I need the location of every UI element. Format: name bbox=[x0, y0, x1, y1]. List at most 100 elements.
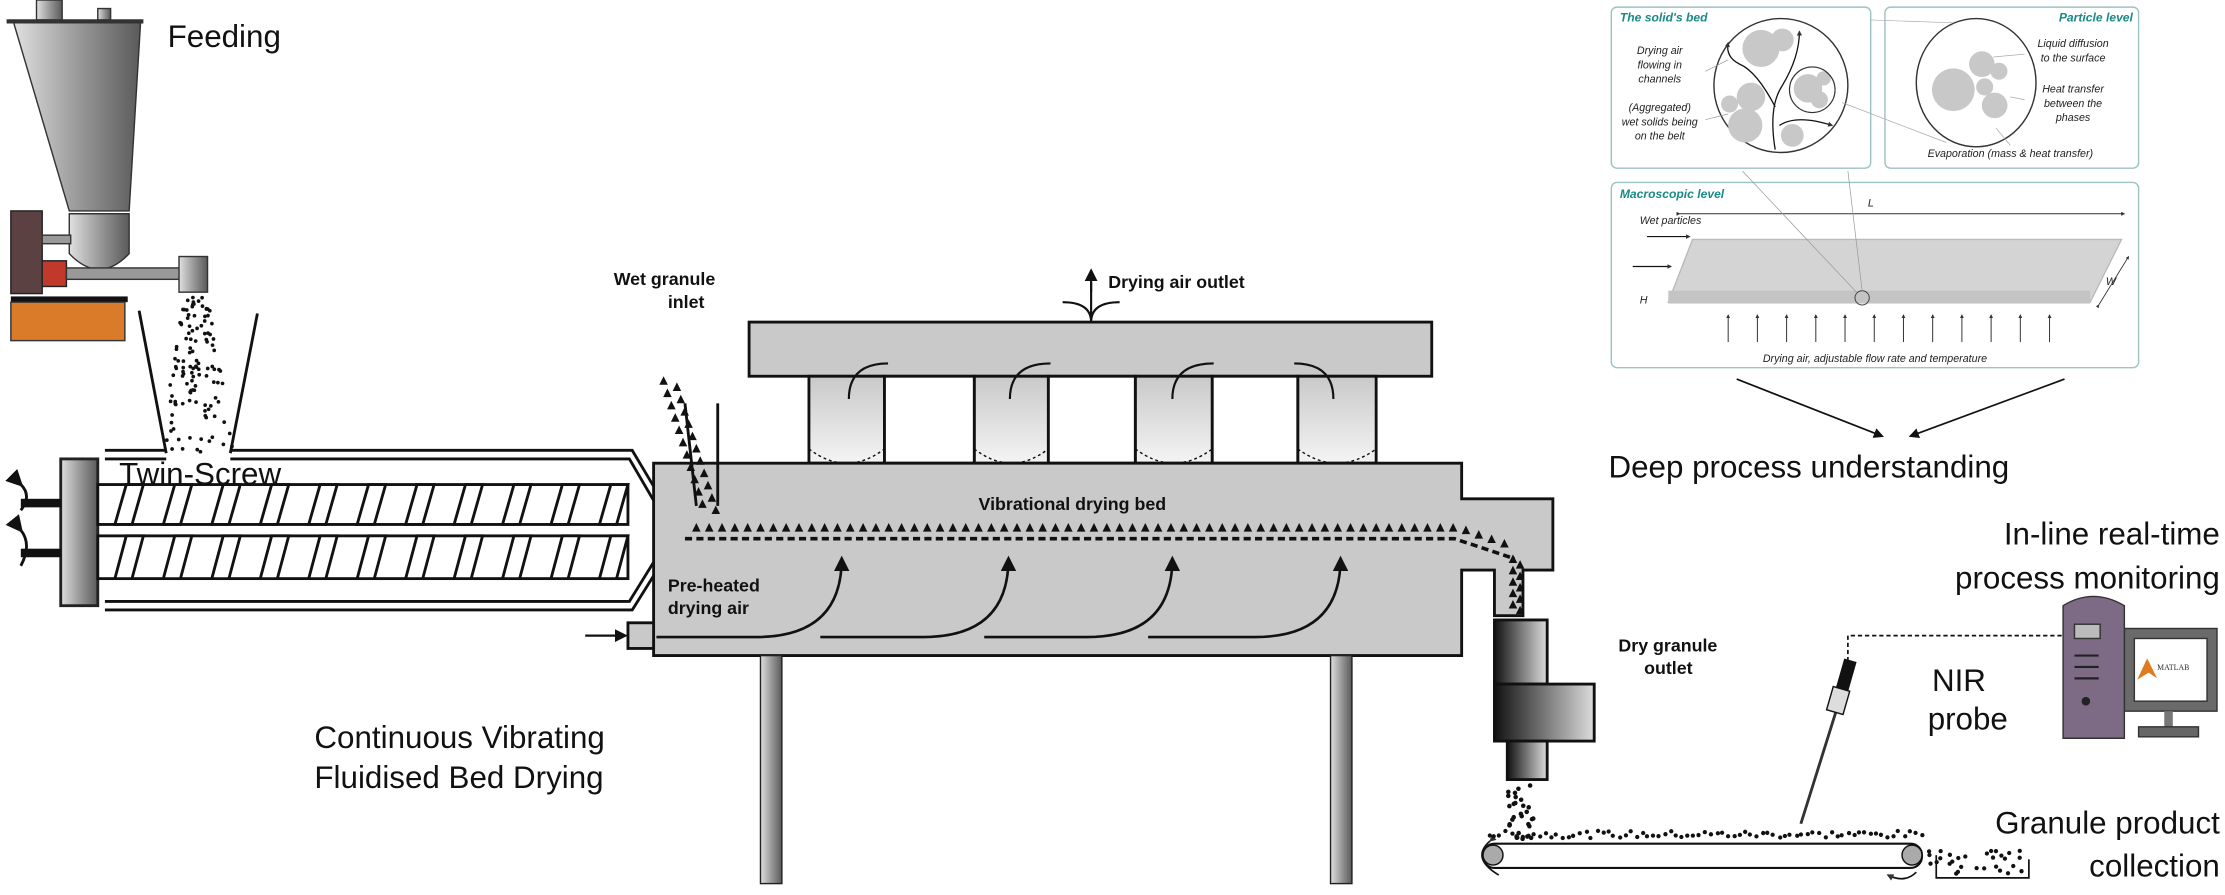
powder-dot bbox=[203, 314, 207, 319]
granule bbox=[1256, 523, 1265, 532]
granule bbox=[1230, 523, 1240, 532]
granule-collection-label-2: collection bbox=[2089, 848, 2220, 883]
screw-flight bbox=[452, 534, 485, 581]
granule-dot bbox=[1503, 828, 1508, 834]
screw-flight bbox=[209, 483, 243, 526]
powder-dot bbox=[206, 313, 210, 318]
screw-flight bbox=[355, 534, 388, 581]
screw-flight bbox=[500, 483, 533, 526]
granule bbox=[1089, 523, 1099, 532]
granule bbox=[935, 523, 945, 532]
granule bbox=[1448, 523, 1458, 532]
powder-dot bbox=[212, 367, 217, 372]
powder-dot bbox=[197, 372, 202, 377]
solids-bed-title: The solid's bed bbox=[1620, 10, 1708, 24]
granule bbox=[695, 456, 705, 465]
granule bbox=[858, 523, 868, 532]
granule bbox=[674, 425, 684, 435]
exhaust-hood bbox=[747, 320, 1434, 378]
granule bbox=[730, 523, 740, 532]
drying-air-outlet-label: Drying air outlet bbox=[1108, 272, 1245, 292]
powder-dot bbox=[173, 364, 178, 369]
powder-dot bbox=[187, 350, 192, 355]
granule bbox=[1515, 605, 1525, 615]
screw-flight bbox=[403, 483, 437, 526]
granule-dot bbox=[1747, 832, 1752, 837]
evaporation-label: Evaporation (mass & heat transfer) bbox=[1928, 148, 2094, 160]
powder-dot bbox=[176, 358, 181, 363]
granule bbox=[1508, 554, 1518, 563]
granule bbox=[1166, 523, 1176, 532]
inset-particle-level: Particle level Liquid diffusion to the s… bbox=[1842, 6, 2140, 169]
powder-dot bbox=[202, 331, 207, 336]
granule-dot bbox=[1956, 855, 1961, 861]
powder-dot bbox=[202, 319, 207, 323]
granule-dot bbox=[1635, 834, 1640, 840]
granule-dot bbox=[1491, 834, 1496, 839]
granule-dot bbox=[1570, 833, 1576, 838]
air-flow-arrow bbox=[820, 555, 1017, 639]
heat-label-2: between the bbox=[2044, 98, 2102, 110]
granule-dot bbox=[1725, 834, 1731, 839]
powder-dot bbox=[189, 370, 194, 375]
nir-label-2: probe bbox=[1928, 702, 2008, 737]
granule bbox=[1102, 523, 1112, 532]
drying-air-arrows bbox=[1726, 314, 2052, 343]
granule bbox=[672, 382, 682, 391]
granule bbox=[1192, 523, 1201, 532]
granule bbox=[717, 523, 727, 532]
granule bbox=[1179, 523, 1189, 532]
granule-dot bbox=[1868, 831, 1874, 836]
granule-dot bbox=[1610, 833, 1615, 838]
granule-dot bbox=[1618, 835, 1623, 840]
granule bbox=[897, 523, 906, 532]
powder-dot bbox=[190, 378, 194, 383]
granule-dot bbox=[1601, 830, 1606, 835]
powder-dot bbox=[180, 447, 185, 451]
powder-dot bbox=[173, 399, 178, 404]
duct bbox=[807, 374, 886, 465]
granule-dot bbox=[2011, 863, 2016, 869]
diffusion-label-1: Liquid diffusion bbox=[2037, 38, 2108, 50]
granule-dot bbox=[1938, 848, 1943, 854]
powder-dot bbox=[195, 447, 200, 452]
powder-dot bbox=[188, 337, 193, 342]
granule bbox=[1346, 523, 1355, 532]
granule-dot bbox=[1765, 830, 1770, 835]
nir-label-1: NIR bbox=[1932, 663, 1986, 698]
powder-dot bbox=[195, 326, 199, 331]
granule-dot bbox=[1588, 835, 1593, 841]
duct-air-path bbox=[847, 362, 889, 400]
granule bbox=[698, 499, 707, 508]
powder-dot bbox=[164, 438, 169, 442]
granule bbox=[682, 450, 692, 459]
powder-dot bbox=[191, 295, 195, 300]
granule bbox=[1487, 534, 1496, 544]
granule-dot bbox=[2019, 869, 2024, 874]
pre-heated-label-1: Pre-heated bbox=[668, 575, 760, 595]
granule bbox=[1064, 523, 1073, 532]
continuous-drying-label-1: Continuous Vibrating bbox=[314, 720, 604, 755]
granule-dot bbox=[1673, 833, 1678, 838]
screw-flight bbox=[452, 483, 485, 526]
granule-collection-label-1: Granule product bbox=[1995, 806, 2220, 841]
granule bbox=[1076, 523, 1086, 532]
granule-dot bbox=[1679, 834, 1684, 840]
screw-flight bbox=[403, 534, 436, 581]
granule-dot bbox=[1506, 789, 1511, 795]
screw-flight bbox=[306, 534, 340, 581]
powder-dot bbox=[199, 437, 204, 442]
granule-dot bbox=[1963, 854, 1968, 859]
screw-flight bbox=[549, 534, 582, 581]
wet-granule-inlet-label-2: inlet bbox=[668, 292, 705, 312]
powder-dot bbox=[211, 337, 216, 341]
granule-dot bbox=[2017, 848, 2022, 853]
dispenser bbox=[178, 255, 209, 293]
granule bbox=[1051, 523, 1060, 532]
powder-dot bbox=[185, 316, 190, 320]
granule-dot bbox=[1805, 831, 1810, 837]
granule-dot bbox=[1891, 834, 1896, 839]
granule bbox=[987, 523, 996, 532]
powder-dot bbox=[205, 366, 210, 371]
wet-particles-label: Wet particles bbox=[1640, 215, 1702, 227]
